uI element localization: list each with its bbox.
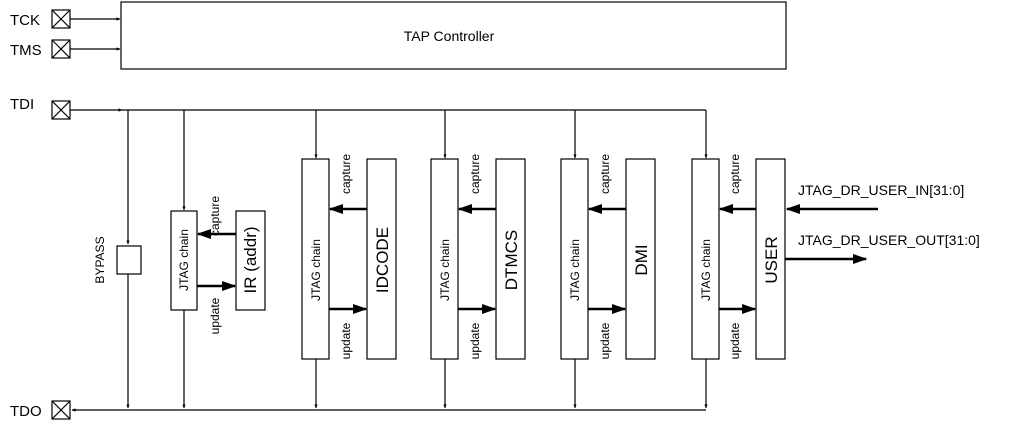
bypass-label: BYPASS	[93, 236, 107, 283]
tap-controller-title: TAP Controller	[404, 28, 495, 44]
idcode-jtag-chain-label: JTAG chain	[309, 239, 323, 301]
bypass-box	[116, 245, 142, 275]
user-out-signal-label: JTAG_DR_USER_OUT[31:0]	[798, 232, 980, 248]
dmi-jtag-chain-label: JTAG chain	[568, 239, 582, 301]
dtmcs-register-box	[495, 158, 526, 360]
idcode-jtag-chain-box	[301, 158, 330, 360]
tdi-pin-icon	[51, 100, 71, 120]
user-capture-label: capture	[728, 154, 742, 194]
dmi-update-label: update	[598, 322, 612, 359]
dtmcs-jtag-chain-box	[430, 158, 459, 360]
ir-jtag-chain-box	[170, 210, 198, 311]
user-register-label: USER	[762, 236, 781, 283]
dtmcs-jtag-chain-label: JTAG chain	[438, 239, 452, 301]
dmi-jtag-chain-box	[560, 158, 589, 360]
dtmcs-register-label: DTMCS	[502, 230, 521, 290]
dtmcs-capture-label: capture	[468, 154, 482, 194]
tck-label: TCK	[10, 12, 40, 29]
tdo-pin-icon	[51, 400, 71, 420]
tap-controller-box	[120, 1, 787, 70]
ir-update-label: update	[208, 297, 222, 334]
idcode-register-label: IDCODE	[373, 227, 392, 293]
tms-label: TMS	[10, 42, 42, 59]
tdo-label: TDO	[10, 403, 42, 420]
dmi-register-label: DMI	[632, 244, 651, 275]
user-in-signal-label: JTAG_DR_USER_IN[31:0]	[798, 182, 964, 198]
ir-register-box	[235, 210, 266, 311]
ir-capture-label: capture	[208, 196, 222, 236]
idcode-update-label: update	[339, 322, 353, 359]
ir-jtag-chain-label: JTAG chain	[177, 229, 191, 291]
idcode-register-box	[366, 158, 397, 360]
user-jtag-chain-label: JTAG chain	[699, 239, 713, 301]
user-update-label: update	[728, 322, 742, 359]
tdi-label: TDI	[10, 96, 34, 113]
tck-pin-icon	[51, 9, 71, 29]
idcode-capture-label: capture	[339, 154, 353, 194]
tms-pin-icon	[51, 39, 71, 59]
dmi-capture-label: capture	[598, 154, 612, 194]
dtmcs-update-label: update	[468, 322, 482, 359]
dmi-register-box	[625, 158, 656, 360]
ir-register-label: IR (addr)	[241, 226, 260, 293]
